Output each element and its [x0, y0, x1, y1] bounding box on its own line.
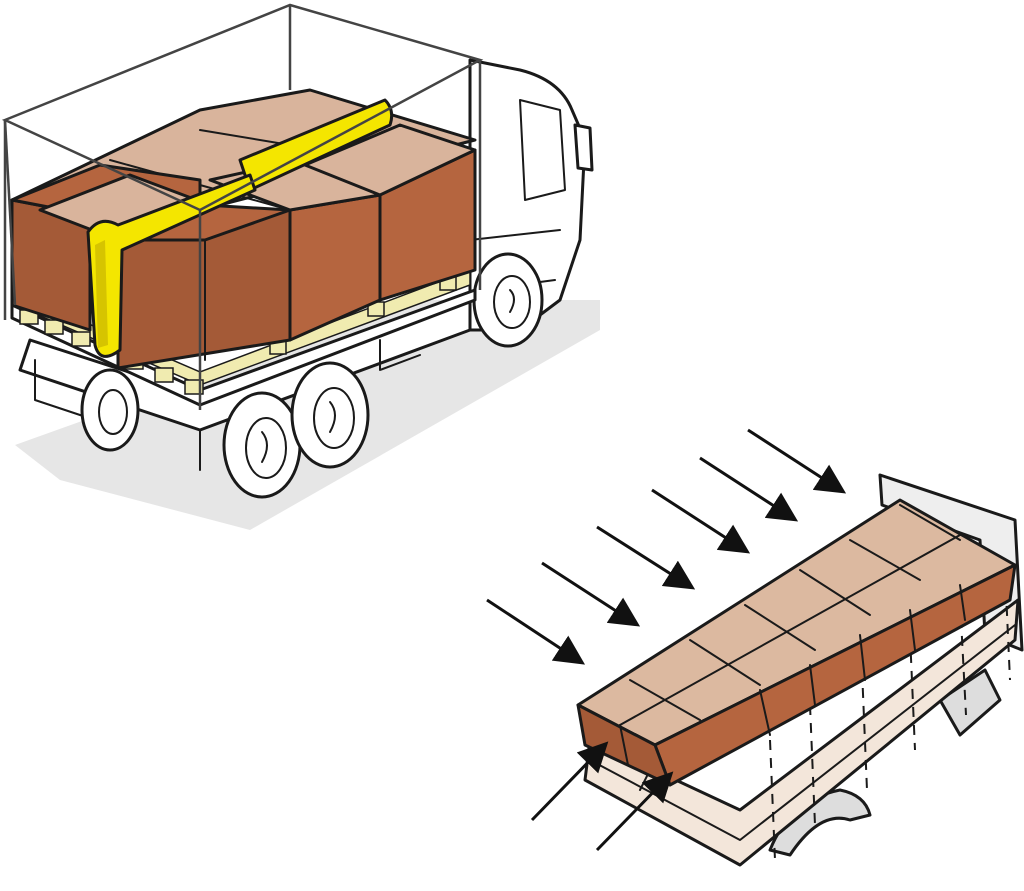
arrow-icon	[651, 488, 751, 554]
arrow-icon	[530, 741, 609, 822]
arrow-icon	[486, 598, 586, 665]
truck-scene	[1, 3, 600, 530]
arrow-icon	[747, 428, 847, 494]
wheel-icon	[222, 391, 302, 499]
trailer-scene	[486, 428, 1024, 867]
wheel-icon	[472, 252, 544, 348]
arrow-icon	[541, 561, 641, 627]
wheel-icon	[290, 361, 370, 469]
force-arrows-side	[486, 428, 847, 665]
wheel-icon	[80, 368, 140, 452]
force-arrows-end	[530, 741, 674, 852]
arrow-icon	[699, 456, 799, 522]
arrow-icon	[595, 771, 674, 852]
container-frame	[1, 3, 484, 410]
arrow-icon	[596, 525, 696, 590]
